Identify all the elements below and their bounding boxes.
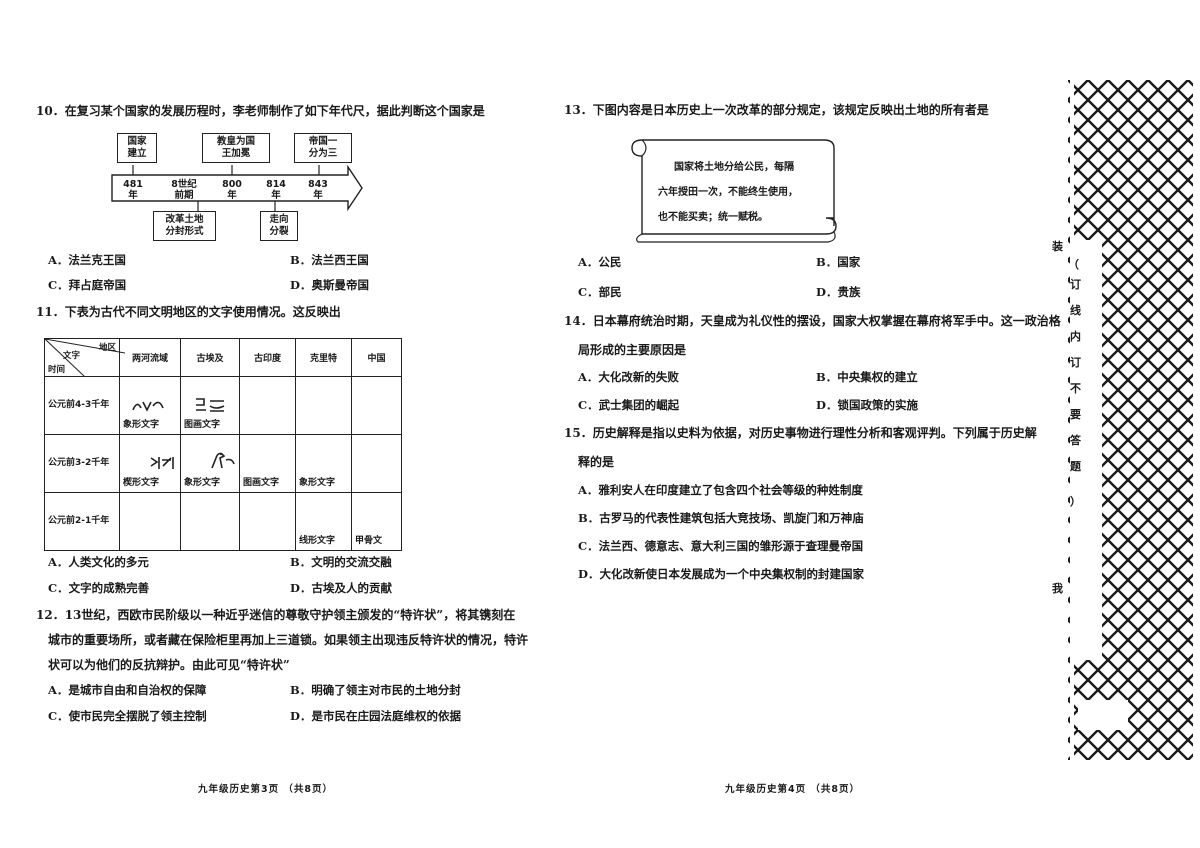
- q10-option-a[interactable]: A．法兰克王国: [48, 253, 126, 267]
- scroll-shape: [631, 139, 837, 243]
- binding-warning-text: 订 线 内 订 不 要 答 题: [1070, 278, 1081, 473]
- q12-option-a[interactable]: A．是城市自由和自治权的保障: [48, 683, 207, 697]
- q10-option-d[interactable]: D．奥斯曼帝国: [290, 278, 369, 292]
- table-cell: [180, 492, 240, 551]
- q12-option-d[interactable]: D．是市民在庄园法庭维权的依据: [290, 709, 461, 723]
- right-page-footer: 九年级历史第4页 （共8页）: [725, 784, 861, 795]
- binding-margin: 装 （ 订 线 内 订 不 要 答 题 ） 我: [1048, 80, 1198, 760]
- q15-option-b[interactable]: B．古罗马的代表性建筑包括大竞技场、凯旋门和万神庙: [578, 511, 864, 525]
- table-row: 公元前3-2千年 楔形文字 象形文字 图画文字 象形文字: [44, 434, 402, 493]
- table-cell: 图画文字: [180, 376, 240, 435]
- table-row: 公元前2-1千年 线形文字 甲骨文: [44, 492, 402, 551]
- binding-char-bottom: 我: [1052, 582, 1063, 595]
- table-corner-cell: 地区 文字 时间: [44, 338, 125, 377]
- row-time: 公元前3-2千年: [44, 434, 120, 493]
- binding-paren-open: （: [1068, 258, 1079, 271]
- q11-option-d[interactable]: D．古埃及人的贡献: [290, 581, 392, 595]
- q15-option-c[interactable]: C．法兰西、德意志、意大利三国的雏形源于查理曼帝国: [578, 539, 864, 553]
- q15-stem-line1: 15．历史解释是指以史料为依据，对历史事物进行理性分析和客观评判。下列属于历史解: [564, 426, 1037, 440]
- q14-option-a[interactable]: A．大化改新的失败: [578, 370, 679, 384]
- table-cell: [351, 376, 402, 435]
- q13-option-d[interactable]: D．贵族: [816, 285, 861, 299]
- bird-hieroglyph-glyph: [206, 450, 236, 475]
- row-time: 公元前2-1千年: [44, 492, 120, 551]
- q10-option-c[interactable]: C．拜占庭帝国: [48, 278, 127, 292]
- timeline-box-founding: 国家建立: [117, 133, 157, 163]
- q12-option-c[interactable]: C．使市民完全摆脱了领主控制: [48, 709, 207, 723]
- q15-stem-line2: 释的是: [578, 455, 615, 469]
- scroll-line-2: 六年授田一次，不能终生使用，: [658, 187, 798, 198]
- scroll-line-3: 也不能买卖；统一赋税。: [658, 212, 768, 223]
- timeline-arrow: [111, 165, 363, 212]
- timeline-box-coronation: 教皇为国王加冕: [202, 133, 270, 163]
- edict-scroll: 国家将土地分给公民，每隔 六年授田一次，不能终生使用， 也不能买卖；统一赋税。: [628, 128, 840, 246]
- timeline-box-division: 帝国一分为三: [294, 133, 352, 163]
- table-cell: 象形文字: [119, 376, 181, 435]
- pictograph-glyph: [131, 396, 177, 417]
- table-cell: 线形文字: [295, 492, 352, 551]
- left-page-footer: 九年级历史第3页 （共8页）: [198, 784, 334, 795]
- binding-char-top: 装: [1052, 240, 1063, 253]
- table-cell: [119, 492, 181, 551]
- row-time: 公元前4-3千年: [44, 376, 120, 435]
- cuneiform-glyph: [149, 454, 177, 475]
- q15-option-d[interactable]: D．大化改新使日本发展成为一个中央集权制的封建国家: [578, 567, 864, 581]
- q13-stem: 13．下图内容是日本历史上一次改革的部分规定，该规定反映出土地的所有者是: [564, 103, 989, 117]
- scroll-line-1: 国家将土地分给公民，每隔: [674, 162, 794, 173]
- q14-option-c[interactable]: C．武士集团的崛起: [578, 398, 680, 412]
- table-cell: 象形文字: [180, 434, 240, 493]
- binding-paren-close: ）: [1070, 495, 1081, 508]
- q12-stem-line1: 12．13世纪，西欧市民阶级以一种近乎迷信的尊敬守护领主颁发的“特许状”，将其镌…: [36, 608, 516, 622]
- q11-stem: 11．下表为古代不同文明地区的文字使用情况。这反映出: [36, 305, 341, 319]
- q10-option-b[interactable]: B．法兰西王国: [290, 253, 369, 267]
- q15-option-a[interactable]: A．雅利安人在印度建立了包含四个社会等级的种姓制度: [578, 483, 863, 497]
- hieroglyph-glyph: [194, 396, 236, 417]
- table-cell: 象形文字: [295, 434, 352, 493]
- q14-stem-line2: 局形成的主要原因是: [578, 343, 687, 357]
- q14-option-b[interactable]: B．中央集权的建立: [816, 370, 918, 384]
- header-india: 古印度: [239, 338, 296, 377]
- table-row: 公元前4-3千年 象形文字 图画文字: [44, 376, 402, 435]
- timeline-box-land-reform: 改革土地分封形式: [153, 211, 216, 241]
- q13-option-b[interactable]: B．国家: [816, 255, 861, 269]
- binding-hatch-pattern: [1068, 80, 1193, 760]
- table-cell: 甲骨文: [351, 492, 402, 551]
- header-china: 中国: [351, 338, 402, 377]
- corner-script-label: 文字: [63, 351, 81, 361]
- header-mesopotamia: 两河流域: [119, 338, 181, 377]
- corner-time-label: 时间: [48, 365, 66, 375]
- q11-option-b[interactable]: B．文明的交流交融: [290, 555, 392, 569]
- corner-diagonals: [45, 339, 125, 377]
- q13-option-a[interactable]: A．公民: [578, 255, 622, 269]
- corner-region-label: 地区: [98, 343, 116, 353]
- table-cell: 图画文字: [239, 434, 296, 493]
- table-cell: [239, 492, 296, 551]
- timeline-box-split: 走向分裂: [260, 211, 298, 241]
- q12-option-b[interactable]: B．明确了领主对市民的土地分封: [290, 683, 461, 697]
- q12-stem-line2: 城市的重要场所，或者藏在保险柜里再加上三道锁。如果领主出现违反特许状的情况，特许: [48, 633, 529, 647]
- q14-stem-line1: 14．日本幕府统治时期，天皇成为礼仪性的摆设，国家大权掌握在幕府将军手中。这一政…: [564, 314, 1061, 328]
- header-crete: 克里特: [295, 338, 352, 377]
- q12-stem-line3: 状可以为他们的反抗辩护。由此可见“特许状”: [48, 658, 290, 672]
- table-cell: [351, 434, 402, 493]
- table-cell: [239, 376, 296, 435]
- table-cell: [295, 376, 352, 435]
- q11-option-a[interactable]: A．人类文化的多元: [48, 555, 149, 569]
- header-egypt: 古埃及: [180, 338, 240, 377]
- writing-table: 地区 文字 时间 两河流域 古埃及 古印度 克里特 中国 公元前4-3千年 象形…: [44, 338, 402, 551]
- table-cell: 楔形文字: [119, 434, 181, 493]
- q10-stem: 10．在复习某个国家的发展历程时，李老师制作了如下年代尺，据此判断这个国家是: [36, 104, 485, 118]
- q13-option-c[interactable]: C．部民: [578, 285, 622, 299]
- q14-option-d[interactable]: D．锁国政策的实施: [816, 398, 918, 412]
- q11-option-c[interactable]: C．文字的成熟完善: [48, 581, 150, 595]
- tick-8th-century: 8世纪前期: [171, 179, 197, 201]
